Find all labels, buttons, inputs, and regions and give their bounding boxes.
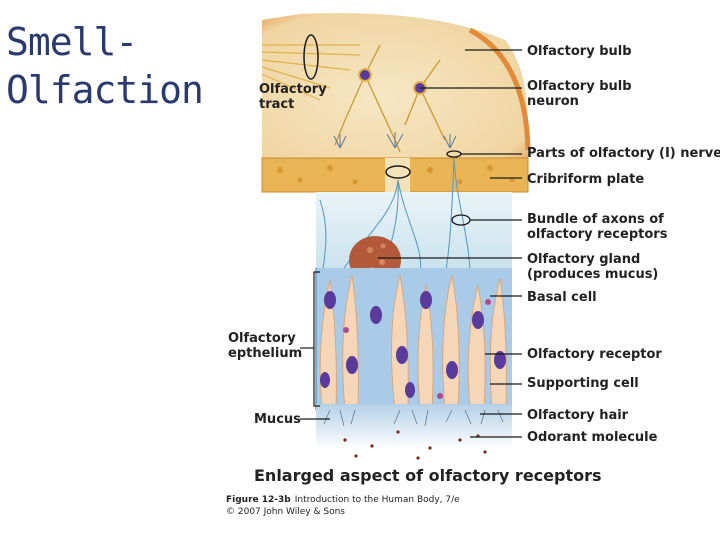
label-bundle-axons-1: Bundle of axons of: [527, 212, 664, 227]
label-olfactory-bulb: Olfactory bulb: [527, 44, 632, 59]
olfactory-epithelium: [316, 268, 512, 410]
label-olfactory-nerve: Parts of olfactory (I) nerve: [527, 146, 720, 161]
label-olfactory-bulb-neuron-1: Olfactory bulb: [527, 79, 632, 94]
label-cribriform-plate: Cribriform plate: [527, 172, 644, 187]
label-mucus: Mucus: [254, 412, 301, 427]
credit-figure: Figure 12-3b: [226, 495, 291, 505]
label-olfactory-epithelium-1: Olfactory: [228, 331, 296, 346]
label-olfactory-tract-1: Olfactory: [259, 82, 327, 97]
figure-caption: Enlarged aspect of olfactory receptors: [254, 466, 602, 485]
label-basal-cell: Basal cell: [527, 290, 597, 305]
mucus-layer: [316, 404, 512, 450]
figure-credit: Figure 12-3b Introduction to the Human Bo…: [226, 495, 460, 505]
lamina-propria: [316, 192, 512, 272]
label-olfactory-bulb-neuron-2: neuron: [527, 94, 579, 109]
label-olfactory-hair: Olfactory hair: [527, 408, 629, 423]
label-olfactory-gland-2: (produces mucus): [527, 267, 658, 282]
credit-copyright: © 2007 John Wiley & Sons: [226, 507, 345, 517]
label-supporting-cell: Supporting cell: [527, 376, 639, 391]
credit-book: Introduction to the Human Body, 7/e: [295, 495, 460, 505]
label-olfactory-receptor: Olfactory receptor: [527, 347, 662, 362]
label-olfactory-tract-2: tract: [259, 97, 294, 112]
label-bundle-axons-2: olfactory receptors: [527, 227, 668, 242]
label-olfactory-epithelium-2: epthelium: [228, 346, 302, 361]
label-olfactory-gland-1: Olfactory gland: [527, 252, 640, 267]
label-odorant-molecule: Odorant molecule: [527, 430, 658, 445]
